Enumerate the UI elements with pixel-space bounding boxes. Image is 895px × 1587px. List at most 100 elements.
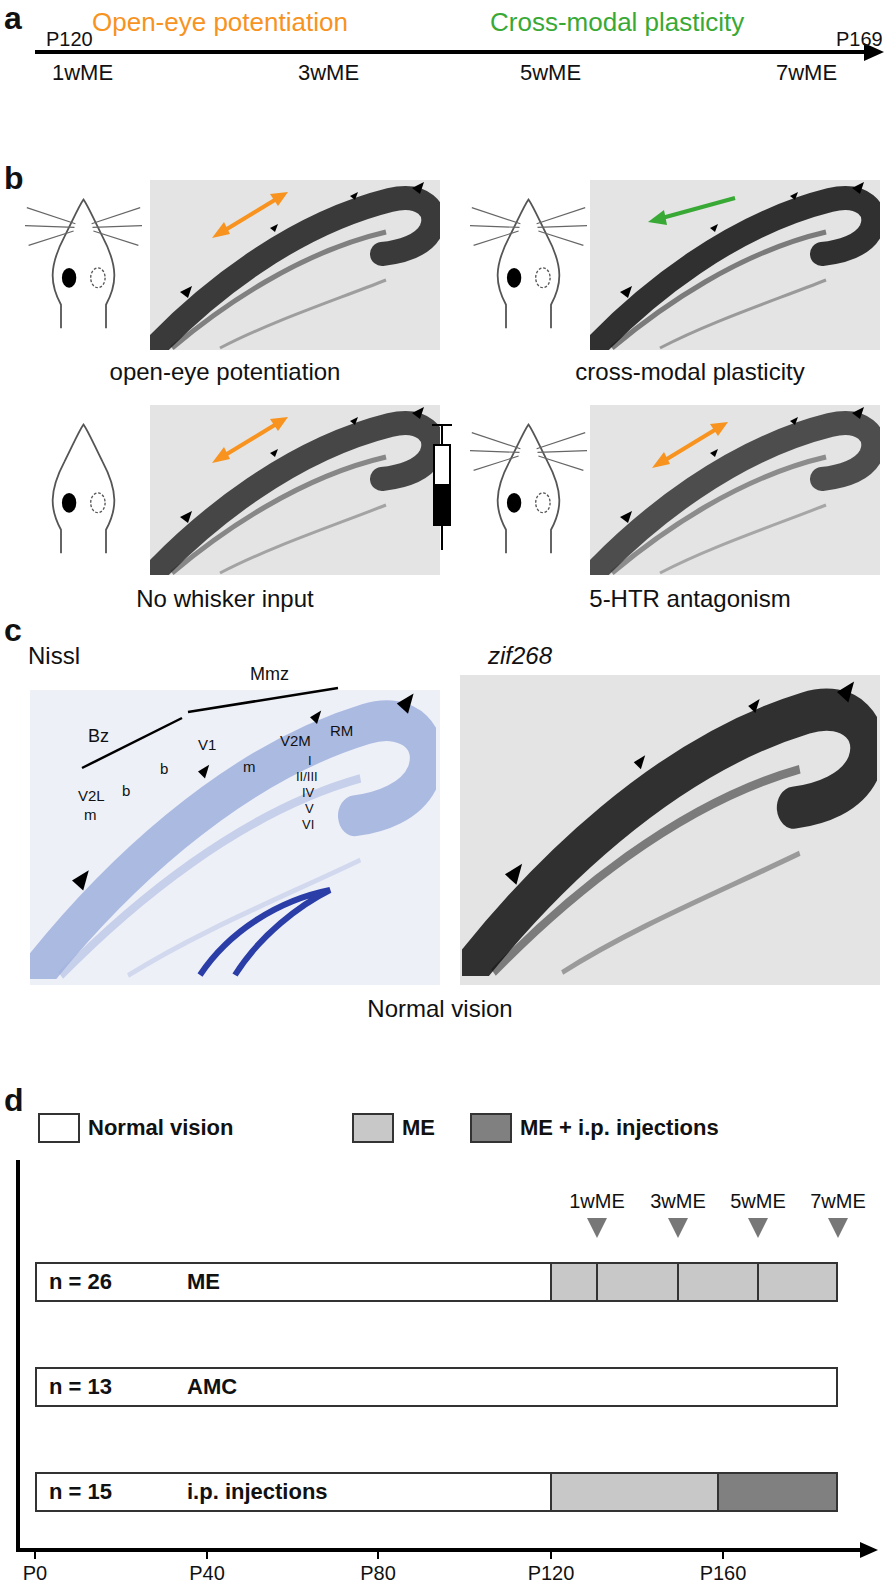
panel-d-chart-part-part: [828, 1218, 848, 1238]
panel-d-chart-part-part: [206, 1550, 208, 1559]
panel-letter: d: [4, 1082, 24, 1119]
legend-text: ME + i.p. injections: [520, 1115, 719, 1140]
panel-d-chart-part: [718, 1472, 838, 1512]
panel-d-chart-part-part: [377, 1550, 379, 1559]
panel-b-images-part-part: [710, 422, 728, 436]
time-label: 7wME: [776, 60, 837, 85]
panel-c-images-part: [30, 690, 440, 985]
time-label: 1wME: [52, 60, 113, 85]
panel-b-images-part-part: [212, 447, 230, 463]
panel-c-images-part: [188, 688, 338, 712]
timeline-axis: [35, 43, 884, 61]
panel-b-images: [25, 180, 880, 575]
panel-b-images-part-part: [434, 445, 450, 525]
axis-tick-label: P160: [700, 1562, 747, 1585]
panel-b-images-part: [25, 208, 142, 246]
panel-letter: b: [4, 160, 24, 197]
panel-d-chart-part-part: [550, 1472, 552, 1512]
panel-b-images-part: [432, 425, 452, 550]
panel-d-chart-part-part: [677, 1262, 679, 1302]
panel-d-chart-part-part: [596, 1262, 598, 1302]
image-caption: cross-modal plasticity: [575, 358, 804, 386]
panel-d-chart: [16, 1160, 878, 1559]
panel-c-images-part: [460, 675, 880, 985]
bar-text: i.p. injections: [187, 1479, 328, 1504]
age-label: P120: [46, 28, 93, 51]
panel-c-images-part: [468, 682, 868, 973]
bar-text: n = 13: [49, 1374, 112, 1399]
panel-d-chart-part-part: [550, 1550, 552, 1559]
legend-text: Normal vision: [88, 1115, 233, 1140]
panel-d-chart-part-part: [550, 1262, 552, 1302]
layer-label: VI: [302, 818, 314, 833]
panel-c-images-part: [36, 693, 427, 975]
panel-d-chart-part-part: [717, 1472, 719, 1512]
panel-b-images-part-part: [270, 417, 288, 431]
panel-c-images-part: [200, 890, 330, 975]
zone-label: Mmz: [250, 664, 289, 685]
panel-b-images-part-part: [222, 198, 278, 232]
time-label: 5wME: [520, 60, 581, 85]
panel-b-images-part: [594, 182, 873, 348]
panel-b-images-part: [590, 180, 880, 350]
layer-label: II/III: [296, 770, 318, 785]
age-label: P169: [836, 28, 883, 51]
layer-label: IV: [302, 786, 314, 801]
panel-b-images-part-part: [270, 192, 288, 206]
image-caption: No whisker input: [136, 585, 313, 613]
layer-label: I: [308, 754, 312, 769]
legend-text: ME: [402, 1115, 435, 1140]
panel-c-images: [30, 675, 880, 985]
panel-d-chart-part: [16, 1548, 862, 1552]
panel-d-chart-part-part: [587, 1218, 607, 1238]
bar-text: ME: [187, 1269, 220, 1294]
panel-b-images-part-part: [434, 485, 450, 525]
layer-label: V: [305, 802, 314, 817]
panel-letter: a: [4, 0, 22, 37]
area-label: m: [243, 758, 256, 775]
group-bar: n = 15 i.p. injections: [35, 1472, 838, 1512]
panel-b-images-part-part: [222, 423, 278, 457]
panel-b-images-part-part: [662, 198, 735, 218]
panel-b-images-part: [212, 192, 728, 468]
time-label: 3wME: [298, 60, 359, 85]
panel-b-images-part: [590, 405, 880, 575]
area-label: b: [160, 760, 168, 777]
time-label: 3wME: [650, 1190, 706, 1213]
panel-b-images-part: [470, 208, 587, 246]
panel-b-images-part: [594, 407, 873, 573]
panel-b-images-part-part: [441, 425, 443, 445]
panel-b-images-part-part: [648, 210, 667, 225]
time-label: 5wME: [730, 1190, 786, 1213]
panel-b-images-part: [150, 180, 440, 350]
panel-d-chart-part-part: [748, 1218, 768, 1238]
panel-b-images-part-part: [662, 428, 718, 462]
gene-label: zif268: [488, 642, 552, 670]
bar-text: n = 15: [49, 1479, 112, 1504]
area-label: b: [122, 782, 130, 799]
panel-d-chart-part: [587, 1218, 848, 1238]
time-label: 7wME: [810, 1190, 866, 1213]
phase-label: Cross-modal plasticity: [490, 8, 744, 38]
axis-tick-label: P0: [23, 1562, 47, 1585]
area-label: m: [84, 806, 97, 823]
bar-text: AMC: [187, 1374, 237, 1399]
panel-d-chart-part: [551, 1262, 758, 1302]
panel-b-images-part: [150, 405, 440, 575]
panel-b-images-part: [154, 182, 433, 348]
axis-tick-label: P40: [189, 1562, 225, 1585]
group-bar: n = 26ME: [35, 1262, 838, 1302]
panel-b-images-part-part: [441, 525, 443, 550]
panel-d-chart-part: [16, 1160, 20, 1552]
stain-label: Nissl: [28, 642, 80, 670]
group-bar: n = 13 AMC: [35, 1367, 838, 1407]
panel-b-images-part: [154, 407, 433, 573]
panel-b-images-part: [648, 198, 735, 225]
panel-d-chart-part: [35, 1550, 723, 1559]
panel-d-chart-part: [551, 1262, 838, 1302]
phase-label: Open-eye potentiation: [92, 8, 348, 38]
panel-d-chart-part-part: [757, 1262, 759, 1302]
